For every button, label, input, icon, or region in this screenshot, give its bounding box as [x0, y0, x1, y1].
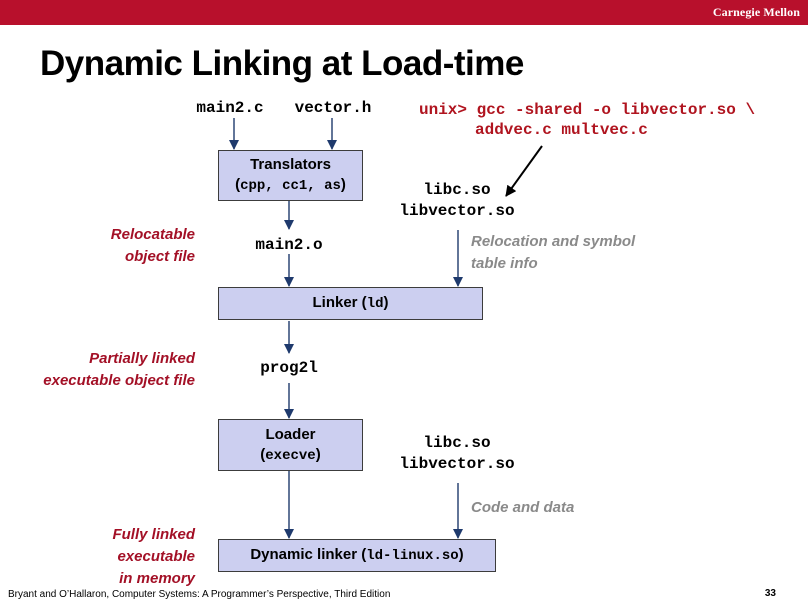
relocation-note: Relocation and symbol table info: [471, 233, 636, 272]
linker-box: Linker (ld): [218, 287, 483, 320]
brand-label: Carnegie Mellon: [712, 5, 800, 19]
loader-box: Loader (execve): [218, 419, 363, 471]
top-bar: Carnegie Mellon: [0, 0, 808, 25]
code-and-data-note: Code and data: [471, 499, 575, 516]
slide-title: Dynamic Linking at Load-time: [40, 44, 524, 83]
input-main2c: main2.c: [196, 99, 264, 117]
label-relocatable-object-file: Relocatable object file: [110, 226, 195, 265]
dynamic-linker-box: Dynamic linker (ld-linux.so): [218, 539, 496, 572]
dynamic-linker-label: Dynamic linker (ld-linux.so): [250, 546, 464, 564]
input-vectorh: vector.h: [294, 99, 372, 117]
main2o-label: main2.o: [255, 236, 323, 254]
footer-citation: Bryant and O’Hallaron, Computer Systems:…: [8, 589, 391, 600]
prog2l-label: prog2l: [260, 359, 318, 377]
libc-so-top: libc.so: [423, 181, 491, 199]
libvector-so-bottom: libvector.so: [399, 455, 515, 473]
label-partially-linked: Partially linked executable object file: [43, 350, 195, 389]
page-number: 33: [764, 588, 776, 599]
translators-box: Translators (cpp, cc1, as): [218, 150, 363, 201]
label-fully-linked: Fully linked executable in memory: [112, 526, 195, 587]
arrow-command-to-libs: [505, 145, 543, 197]
gcc-command-line-2: addvec.c multvec.c: [475, 121, 648, 139]
libc-so-bottom: libc.so: [423, 434, 491, 452]
gcc-command-line-1: unix> gcc -shared -o libvector.so \: [419, 101, 756, 119]
translators-tools: (cpp, cc1, as): [235, 176, 346, 194]
linker-label: Linker (ld): [312, 294, 389, 312]
loader-label: Loader: [265, 425, 316, 443]
libvector-so-top: libvector.so: [399, 202, 515, 220]
loader-call: (execve): [260, 445, 321, 464]
translators-label: Translators: [250, 156, 331, 173]
